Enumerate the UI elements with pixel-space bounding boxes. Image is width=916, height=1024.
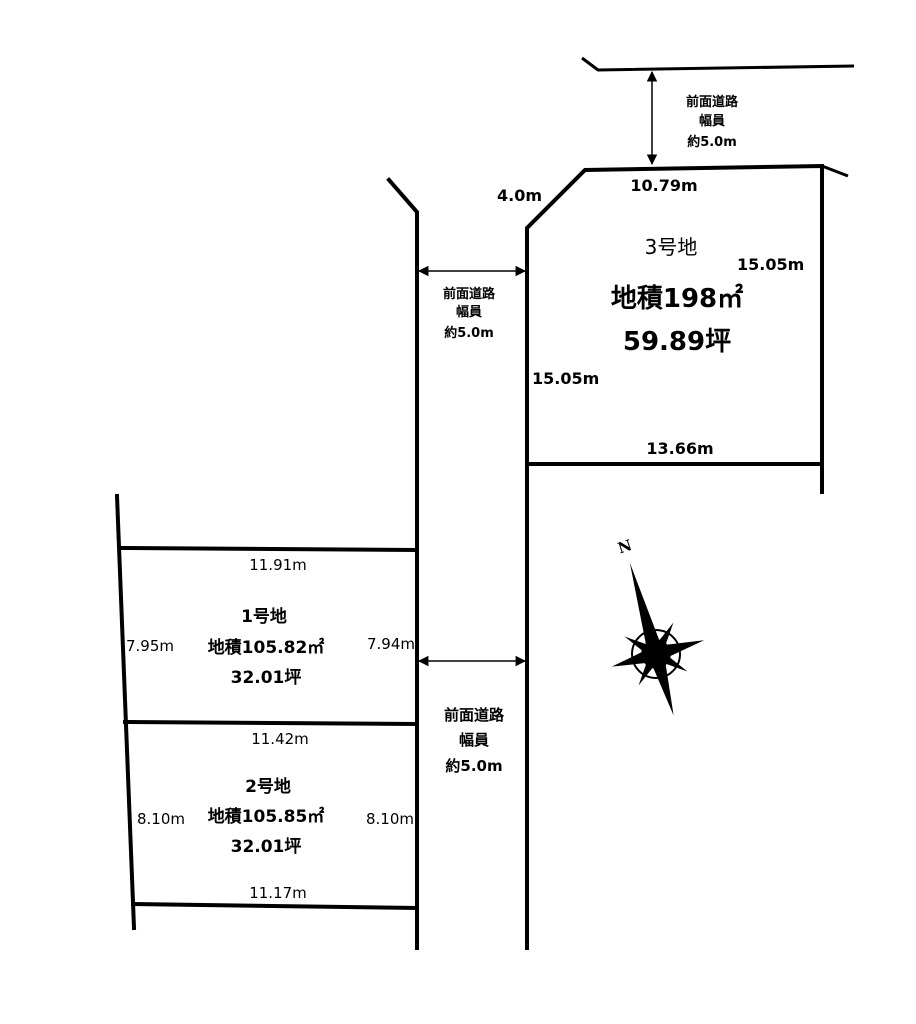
lot3-right-dim: 15.05m [737,255,804,274]
lot1-left-dim: 7.95m [126,637,174,655]
lot3-boundary [525,163,824,494]
lot-divider-line [122,719,420,727]
lot1-top-dim: 11.91m [249,556,307,574]
top-road-edge [581,56,855,72]
lot3-name: 3号地 [645,235,698,259]
top-road-label-1: 前面道路 [686,94,739,110]
lot3-corner-dim: 4.0m [497,186,542,205]
lot2-right-dim: 8.10m [366,810,414,828]
top-road-label-3: 約5.0m [687,134,737,150]
lot2-top-dim: 11.42m [251,730,309,748]
compass-north-label: N [616,536,635,557]
bottom-road-label-1: 前面道路 [444,706,505,724]
lot2-name: 2号地 [245,776,291,797]
lot3-top-right-tail [821,164,849,178]
lots-left-boundary [114,493,137,931]
lot1-area: 地積105.82㎡ [208,637,325,658]
middle-road-label-1: 前面道路 [443,286,496,302]
lot3-area: 地積198㎡ [611,283,743,314]
middle-road-label-3: 約5.0m [444,325,494,341]
lot1-top-line [118,545,420,553]
lot2-left-dim: 8.10m [137,810,185,828]
lot2-bottom-dim: 11.17m [249,884,307,902]
bottom-road-label-3: 約5.0m [445,757,502,775]
lot1-right-dim: 7.94m [367,635,415,653]
lot3-top-dim: 10.79m [630,176,697,195]
lot3-bottom-dim: 13.66m [646,439,713,458]
lot3-tsubo: 59.89坪 [623,327,731,357]
lot1-name: 1号地 [241,606,287,627]
top-road-label-2: 幅員 [699,113,725,129]
compass-rose-icon: N [611,536,705,716]
lot1-tsubo: 32.01坪 [231,668,302,688]
road-left-edge [386,177,419,950]
bottom-road-label-2: 幅員 [459,731,489,749]
lot2-tsubo: 32.01坪 [231,837,302,857]
lot3-left-dim: 15.05m [532,369,599,388]
lot2-bottom-line [130,901,420,911]
middle-road-label-2: 幅員 [456,304,482,320]
lot2-area: 地積105.85㎡ [208,806,325,827]
